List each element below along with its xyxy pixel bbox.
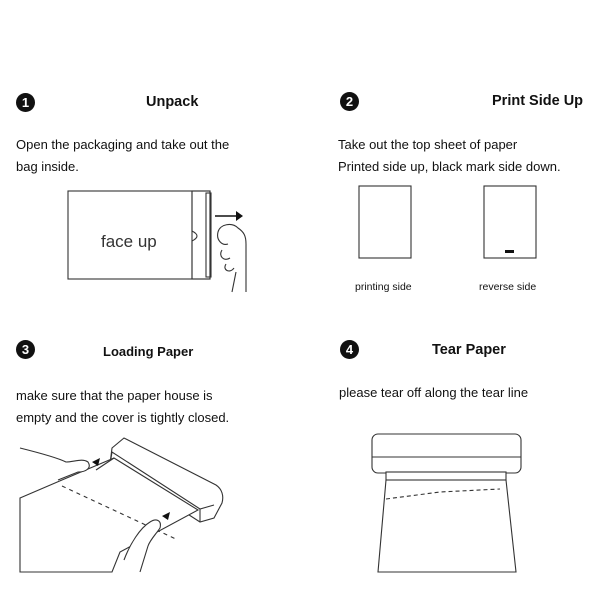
printing-side-sheet <box>358 185 412 259</box>
hand-icon <box>123 519 161 573</box>
step-4-number: 4 <box>340 340 359 359</box>
step-1-number: 1 <box>16 93 35 112</box>
step-2-number: 2 <box>340 92 359 111</box>
step-2-text: Take out the top sheet of paper Printed … <box>338 134 561 178</box>
step-1-text: Open the packaging and take out the bag … <box>16 134 229 178</box>
printer-shape <box>109 437 224 523</box>
step-1-text-line: bag inside. <box>16 159 79 174</box>
reverse-side-caption: reverse side <box>479 281 537 293</box>
step-3-title: Loading Paper <box>103 344 194 359</box>
hand-icon <box>19 447 90 481</box>
step-3-number: 3 <box>16 340 35 359</box>
step-1-title: Unpack <box>146 94 199 110</box>
step-3-text-line: make sure that the paper house is <box>16 388 213 403</box>
paper-sheet <box>377 479 517 573</box>
step-3-text: make sure that the paper house is empty … <box>16 385 229 429</box>
black-mark <box>505 250 514 253</box>
reverse-side-sheet <box>483 185 537 259</box>
step-4-text-line: please tear off along the tear line <box>339 385 529 400</box>
hand-icon <box>217 223 247 293</box>
face-up-label: face up <box>101 232 157 251</box>
step-2-text-line: Take out the top sheet of paper <box>338 137 518 152</box>
step-3-text-line: empty and the cover is tightly closed. <box>16 410 230 425</box>
bag-flap <box>191 190 211 280</box>
step-2-text-line: Printed side up, black mark side down. <box>338 159 561 174</box>
printing-side-caption: printing side <box>355 281 412 293</box>
step-2-title: Print Side Up <box>492 93 584 109</box>
printer-shape <box>371 433 522 474</box>
step-4-title: Tear Paper <box>432 342 506 358</box>
insert-arrow-icon <box>162 512 170 520</box>
bag-shape <box>67 190 211 280</box>
insert-arrow-icon <box>92 458 100 466</box>
step-1-text-line: Open the packaging and take out the <box>16 137 230 152</box>
step-4-text: please tear off along the tear line <box>339 382 528 404</box>
